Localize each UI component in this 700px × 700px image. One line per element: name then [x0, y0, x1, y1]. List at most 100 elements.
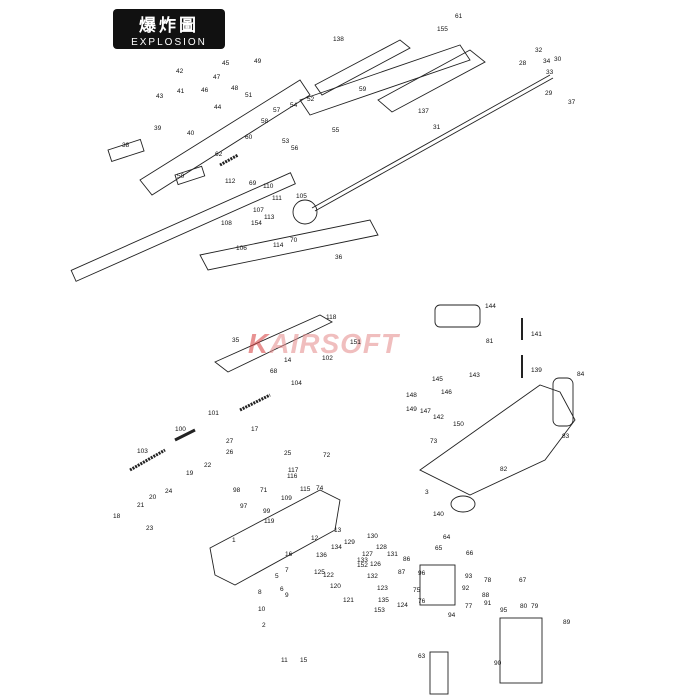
part-label: 68: [270, 368, 278, 375]
part-label: 38: [122, 142, 130, 149]
part-label: 125: [314, 569, 325, 576]
part-label: 99: [263, 508, 271, 515]
part-label: 121: [343, 597, 354, 604]
badge-title-english: EXPLOSION: [131, 37, 207, 48]
part-label: 88: [482, 592, 490, 599]
part-label: 86: [403, 556, 411, 563]
part-label: 19: [186, 470, 194, 477]
barrel-31: [311, 74, 551, 209]
part-label: 101: [208, 410, 219, 417]
part-label: 43: [156, 93, 164, 100]
rod-100: [174, 428, 196, 442]
part-label: 55: [332, 127, 340, 134]
part-label: 96: [418, 570, 426, 577]
part-label: 32: [535, 47, 543, 54]
part-label: 83: [562, 433, 570, 440]
part-label: 27: [226, 438, 234, 445]
part-label: 116: [287, 473, 298, 480]
part-label: 115: [300, 486, 311, 493]
part-label: 131: [387, 551, 398, 558]
part-label: 65: [435, 545, 443, 552]
part-label: 75: [413, 587, 421, 594]
part-label: 79: [531, 603, 539, 610]
part-label: 18: [113, 513, 121, 520]
part-label: 126: [370, 561, 381, 568]
part-label: 107: [253, 207, 264, 214]
part-label: 120: [330, 583, 341, 590]
upper-receiver-35: [214, 314, 333, 373]
part-label: 62: [215, 151, 223, 158]
spring-103b: [239, 393, 271, 412]
part-label: 148: [406, 392, 417, 399]
part-label: 146: [441, 389, 452, 396]
part-label: 58: [261, 118, 269, 125]
part-label: 76: [418, 598, 426, 605]
part-label: 8: [258, 589, 262, 596]
part-label: 2: [262, 622, 266, 629]
part-label: 103: [137, 448, 148, 455]
part-label: 117: [288, 467, 299, 474]
part-label: 42: [176, 68, 184, 75]
part-label: 49: [254, 58, 262, 65]
part-label: 30: [554, 56, 562, 63]
part-label: 23: [146, 525, 154, 532]
part-label: 100: [175, 426, 186, 433]
part-label: 59: [359, 86, 367, 93]
magazine-90: [499, 617, 543, 684]
part-label: 7: [285, 567, 289, 574]
part-label: 147: [420, 408, 431, 415]
part-label: 10: [258, 606, 266, 613]
part-label: 34: [543, 58, 551, 65]
butt-pad-83: [552, 377, 574, 427]
part-label: 21: [137, 502, 145, 509]
part-label: 3: [425, 489, 429, 496]
part-label: 56: [291, 145, 299, 152]
part-label: 143: [469, 372, 480, 379]
part-label: 97: [240, 503, 248, 510]
part-label: 94: [448, 612, 456, 619]
part-label: 72: [323, 452, 331, 459]
part-label: 64: [443, 534, 451, 541]
part-label: 69: [249, 180, 257, 187]
handguard-138: [314, 39, 411, 96]
part-label: 46: [201, 87, 209, 94]
part-label: 53: [282, 138, 290, 145]
part-label: 52: [307, 96, 315, 103]
part-label: 124: [397, 602, 408, 609]
part-label: 57: [273, 107, 281, 114]
spring-62: [219, 153, 239, 167]
part-label: 16: [285, 551, 293, 558]
part-label: 26: [226, 449, 234, 456]
part-label: 1: [232, 537, 236, 544]
ring-105: [292, 199, 318, 225]
part-label: 50: [177, 173, 185, 180]
part-label: 14: [284, 357, 292, 364]
part-label: 98: [233, 487, 241, 494]
badge-title-chinese: 爆炸圖: [139, 16, 199, 36]
explosion-badge: 爆炸圖 EXPLOSION: [113, 9, 225, 49]
part-label: 5: [275, 573, 279, 580]
part-label: 144: [485, 303, 496, 310]
magazine-63: [429, 651, 449, 695]
part-label: 70: [290, 237, 298, 244]
part-label: 133: [357, 557, 368, 564]
part-label: 152: [357, 562, 368, 569]
part-label: 110: [263, 183, 274, 190]
part-label: 104: [291, 380, 302, 387]
hop-chamber: [419, 564, 456, 606]
spring-103: [129, 448, 166, 472]
part-label: 132: [367, 573, 378, 580]
part-label: 154: [251, 220, 262, 227]
part-label: 105: [296, 193, 307, 200]
part-label: 113: [264, 214, 275, 221]
part-label: 51: [245, 92, 253, 99]
part-label: 106: [236, 245, 247, 252]
part-label: 11: [281, 657, 288, 664]
part-label: 90: [494, 660, 502, 667]
part-label: 89: [563, 619, 571, 626]
part-label: 31: [433, 124, 441, 131]
part-label: 20: [149, 494, 157, 501]
part-label: 93: [465, 573, 473, 580]
part-label: 73: [430, 438, 438, 445]
